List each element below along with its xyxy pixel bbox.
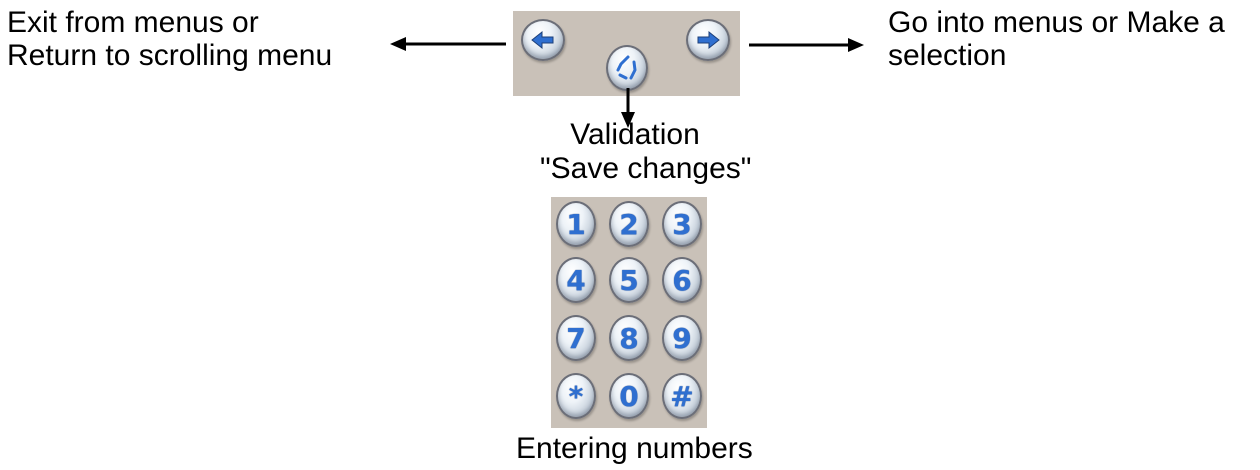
key-1-label: 1 (566, 207, 586, 241)
exit-description-line-1: Exit from menus or (7, 6, 259, 39)
key-hash-label: # (670, 379, 694, 413)
key-9[interactable]: 9 (662, 315, 702, 361)
right-pointing-arrow (749, 38, 864, 52)
exit-description-line-2: Return to scrolling menu (7, 39, 333, 72)
key-8-label: 8 (619, 321, 639, 355)
key-3[interactable]: 3 (662, 201, 702, 247)
down-pointing-arrow (621, 88, 635, 128)
key-8[interactable]: 8 (609, 315, 649, 361)
enter-description-line-1: Go into menus or Make a (888, 6, 1225, 39)
navigation-button-panel (513, 11, 740, 96)
key-3-label: 3 (672, 207, 692, 241)
enter-description: Go into menus or Make a selection (888, 6, 1225, 72)
left-arrow-icon (531, 30, 554, 50)
left-arrow-button[interactable] (521, 19, 565, 61)
right-arrow-icon (697, 30, 720, 50)
exit-description: Exit from menus or Return to scrolling m… (7, 6, 332, 72)
validation-description-line-1: Validation (570, 118, 700, 151)
key-6-label: 6 (672, 263, 692, 297)
validation-description: Validation "Save changes" (540, 118, 752, 186)
entering-numbers-description: Entering numbers (516, 432, 753, 465)
validate-icon (616, 55, 637, 80)
key-star[interactable]: * (556, 373, 596, 419)
right-arrow-button[interactable] (686, 19, 730, 61)
key-0[interactable]: 0 (609, 373, 649, 419)
key-6[interactable]: 6 (662, 257, 702, 303)
key-0-label: 0 (619, 379, 639, 413)
key-4-label: 4 (566, 263, 586, 297)
enter-description-line-2: selection (888, 39, 1007, 72)
key-2-label: 2 (619, 207, 639, 241)
key-7[interactable]: 7 (556, 315, 596, 361)
validate-button[interactable] (606, 45, 648, 91)
left-pointing-arrow (390, 37, 506, 51)
validation-description-line-2: "Save changes" (540, 152, 752, 185)
key-7-label: 7 (566, 321, 586, 355)
key-4[interactable]: 4 (556, 257, 596, 303)
key-9-label: 9 (672, 321, 692, 355)
key-1[interactable]: 1 (556, 201, 596, 247)
key-5-label: 5 (619, 263, 639, 297)
key-star-label: * (568, 379, 584, 413)
key-2[interactable]: 2 (609, 201, 649, 247)
numeric-keypad: 1 2 3 4 5 6 7 8 9 * 0 # (551, 197, 707, 428)
key-5[interactable]: 5 (609, 257, 649, 303)
key-hash[interactable]: # (662, 373, 702, 419)
